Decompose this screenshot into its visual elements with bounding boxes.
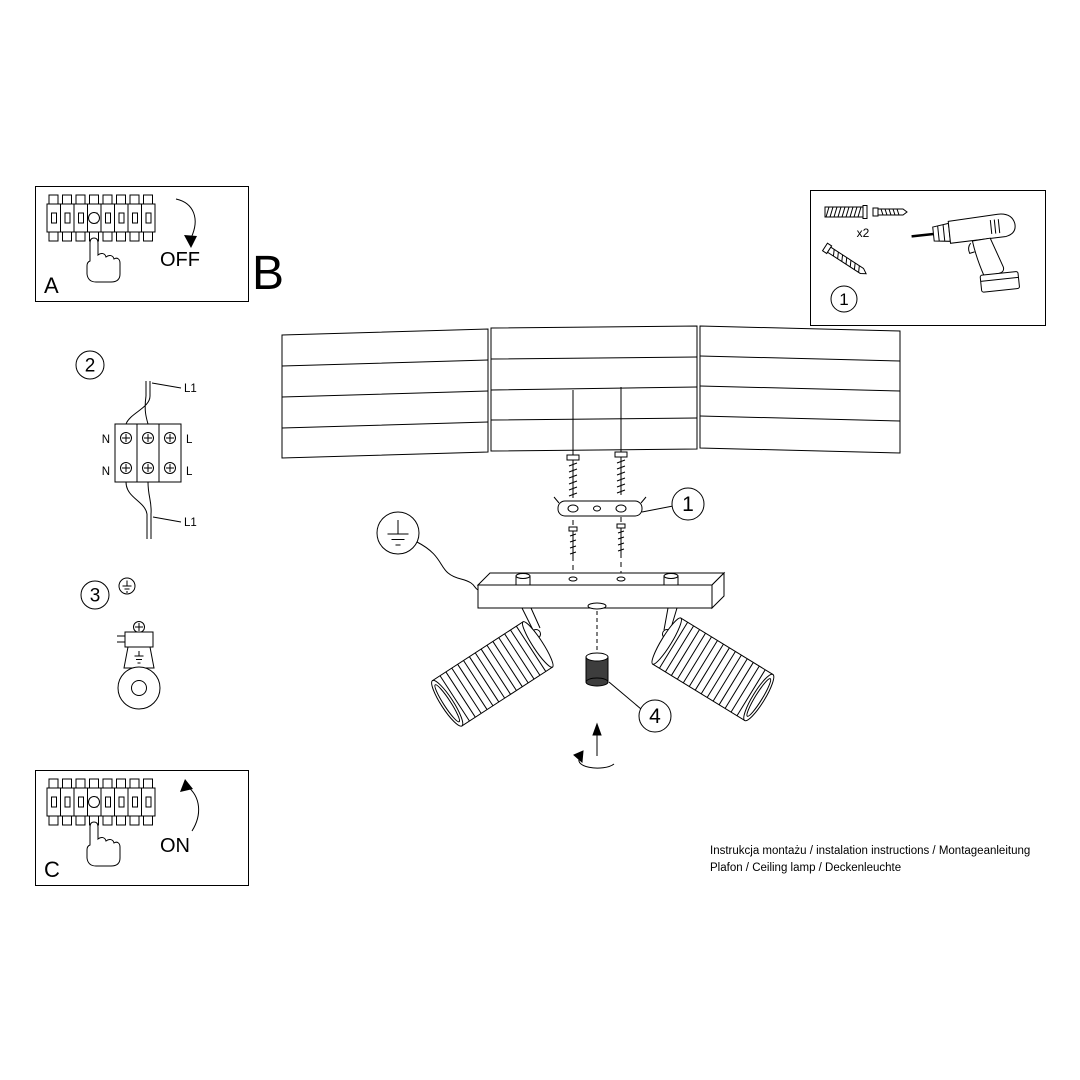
wire-label-l1-bottom: L1	[184, 517, 197, 529]
wire-label-n-top: N	[102, 434, 110, 446]
ground-symbol	[376, 511, 420, 555]
on-label: ON	[160, 835, 190, 857]
svg-text:1: 1	[839, 290, 848, 309]
off-label: OFF	[160, 249, 200, 271]
wall-anchor-icon	[824, 205, 868, 219]
grounding-step: 3	[80, 577, 161, 710]
wiring-step: 2 L1 N L N L L1	[75, 350, 197, 539]
mounting-bracket	[553, 496, 647, 517]
pointing-hand-icon	[86, 821, 121, 867]
on-arrow-icon	[180, 779, 200, 832]
hardware-box: x2 1	[810, 190, 1046, 326]
right-spotlight	[651, 607, 775, 722]
wire-label-l1-top: L1	[184, 383, 197, 395]
rotation-arrow-icon	[573, 722, 615, 769]
section-letter-c: C	[44, 857, 60, 882]
screw-count-label: x2	[857, 226, 870, 240]
wire-label-n-bottom: N	[102, 466, 110, 478]
assembly-diagram: 1	[281, 325, 901, 769]
screw-icon	[614, 451, 628, 495]
mounting-screws	[566, 387, 628, 576]
footer-line-1: Instrukcja montażu / instalation instruc…	[710, 845, 1031, 857]
svg-text:4: 4	[649, 705, 661, 728]
off-arrow-icon	[175, 198, 197, 248]
earth-symbol-icon	[118, 577, 136, 595]
hardware-illustration: x2 1	[821, 205, 1020, 313]
power-off-box: OFF A	[35, 186, 249, 302]
ground-connector-illustration	[117, 621, 161, 710]
footer-line-2: Plafon / Ceiling lamp / Deckenleuchte	[710, 862, 902, 874]
ceiling-panels	[281, 325, 901, 459]
left-spotlight	[431, 607, 554, 727]
svg-text:2: 2	[85, 356, 96, 377]
adjustment-knob	[585, 611, 609, 687]
small-screw-icon	[568, 526, 578, 557]
step-3-badge: 3	[80, 580, 110, 610]
screw-icon	[566, 454, 580, 498]
section-letter-a: A	[44, 273, 59, 298]
footer-text: Instrukcja montażu / instalation instruc…	[710, 843, 1030, 877]
knob-callout: 4	[608, 681, 672, 733]
section-letter-b: B	[252, 247, 285, 300]
pivot-post	[663, 573, 679, 586]
wire-label-l-bottom: L	[186, 466, 193, 478]
small-screw-icon	[616, 523, 626, 554]
step-2-badge: 2	[75, 350, 105, 380]
ground-wire	[416, 541, 479, 591]
wiring-diagram	[114, 381, 182, 539]
bracket-callout: 1	[641, 487, 705, 521]
screw-icon	[872, 207, 908, 217]
long-screw-icon	[821, 242, 867, 275]
pointing-hand-icon	[86, 237, 121, 283]
svg-text:1: 1	[682, 493, 694, 516]
drill-icon	[911, 213, 1020, 293]
power-on-box: ON C	[35, 770, 249, 886]
wire-label-l-top: L	[186, 434, 193, 446]
breaker-panel-off-illustration	[46, 194, 156, 283]
pivot-post	[515, 573, 531, 586]
lamp-base	[476, 571, 726, 610]
svg-text:3: 3	[90, 586, 101, 607]
breaker-panel-on-illustration	[46, 778, 156, 867]
step-1-badge: 1	[830, 285, 858, 313]
